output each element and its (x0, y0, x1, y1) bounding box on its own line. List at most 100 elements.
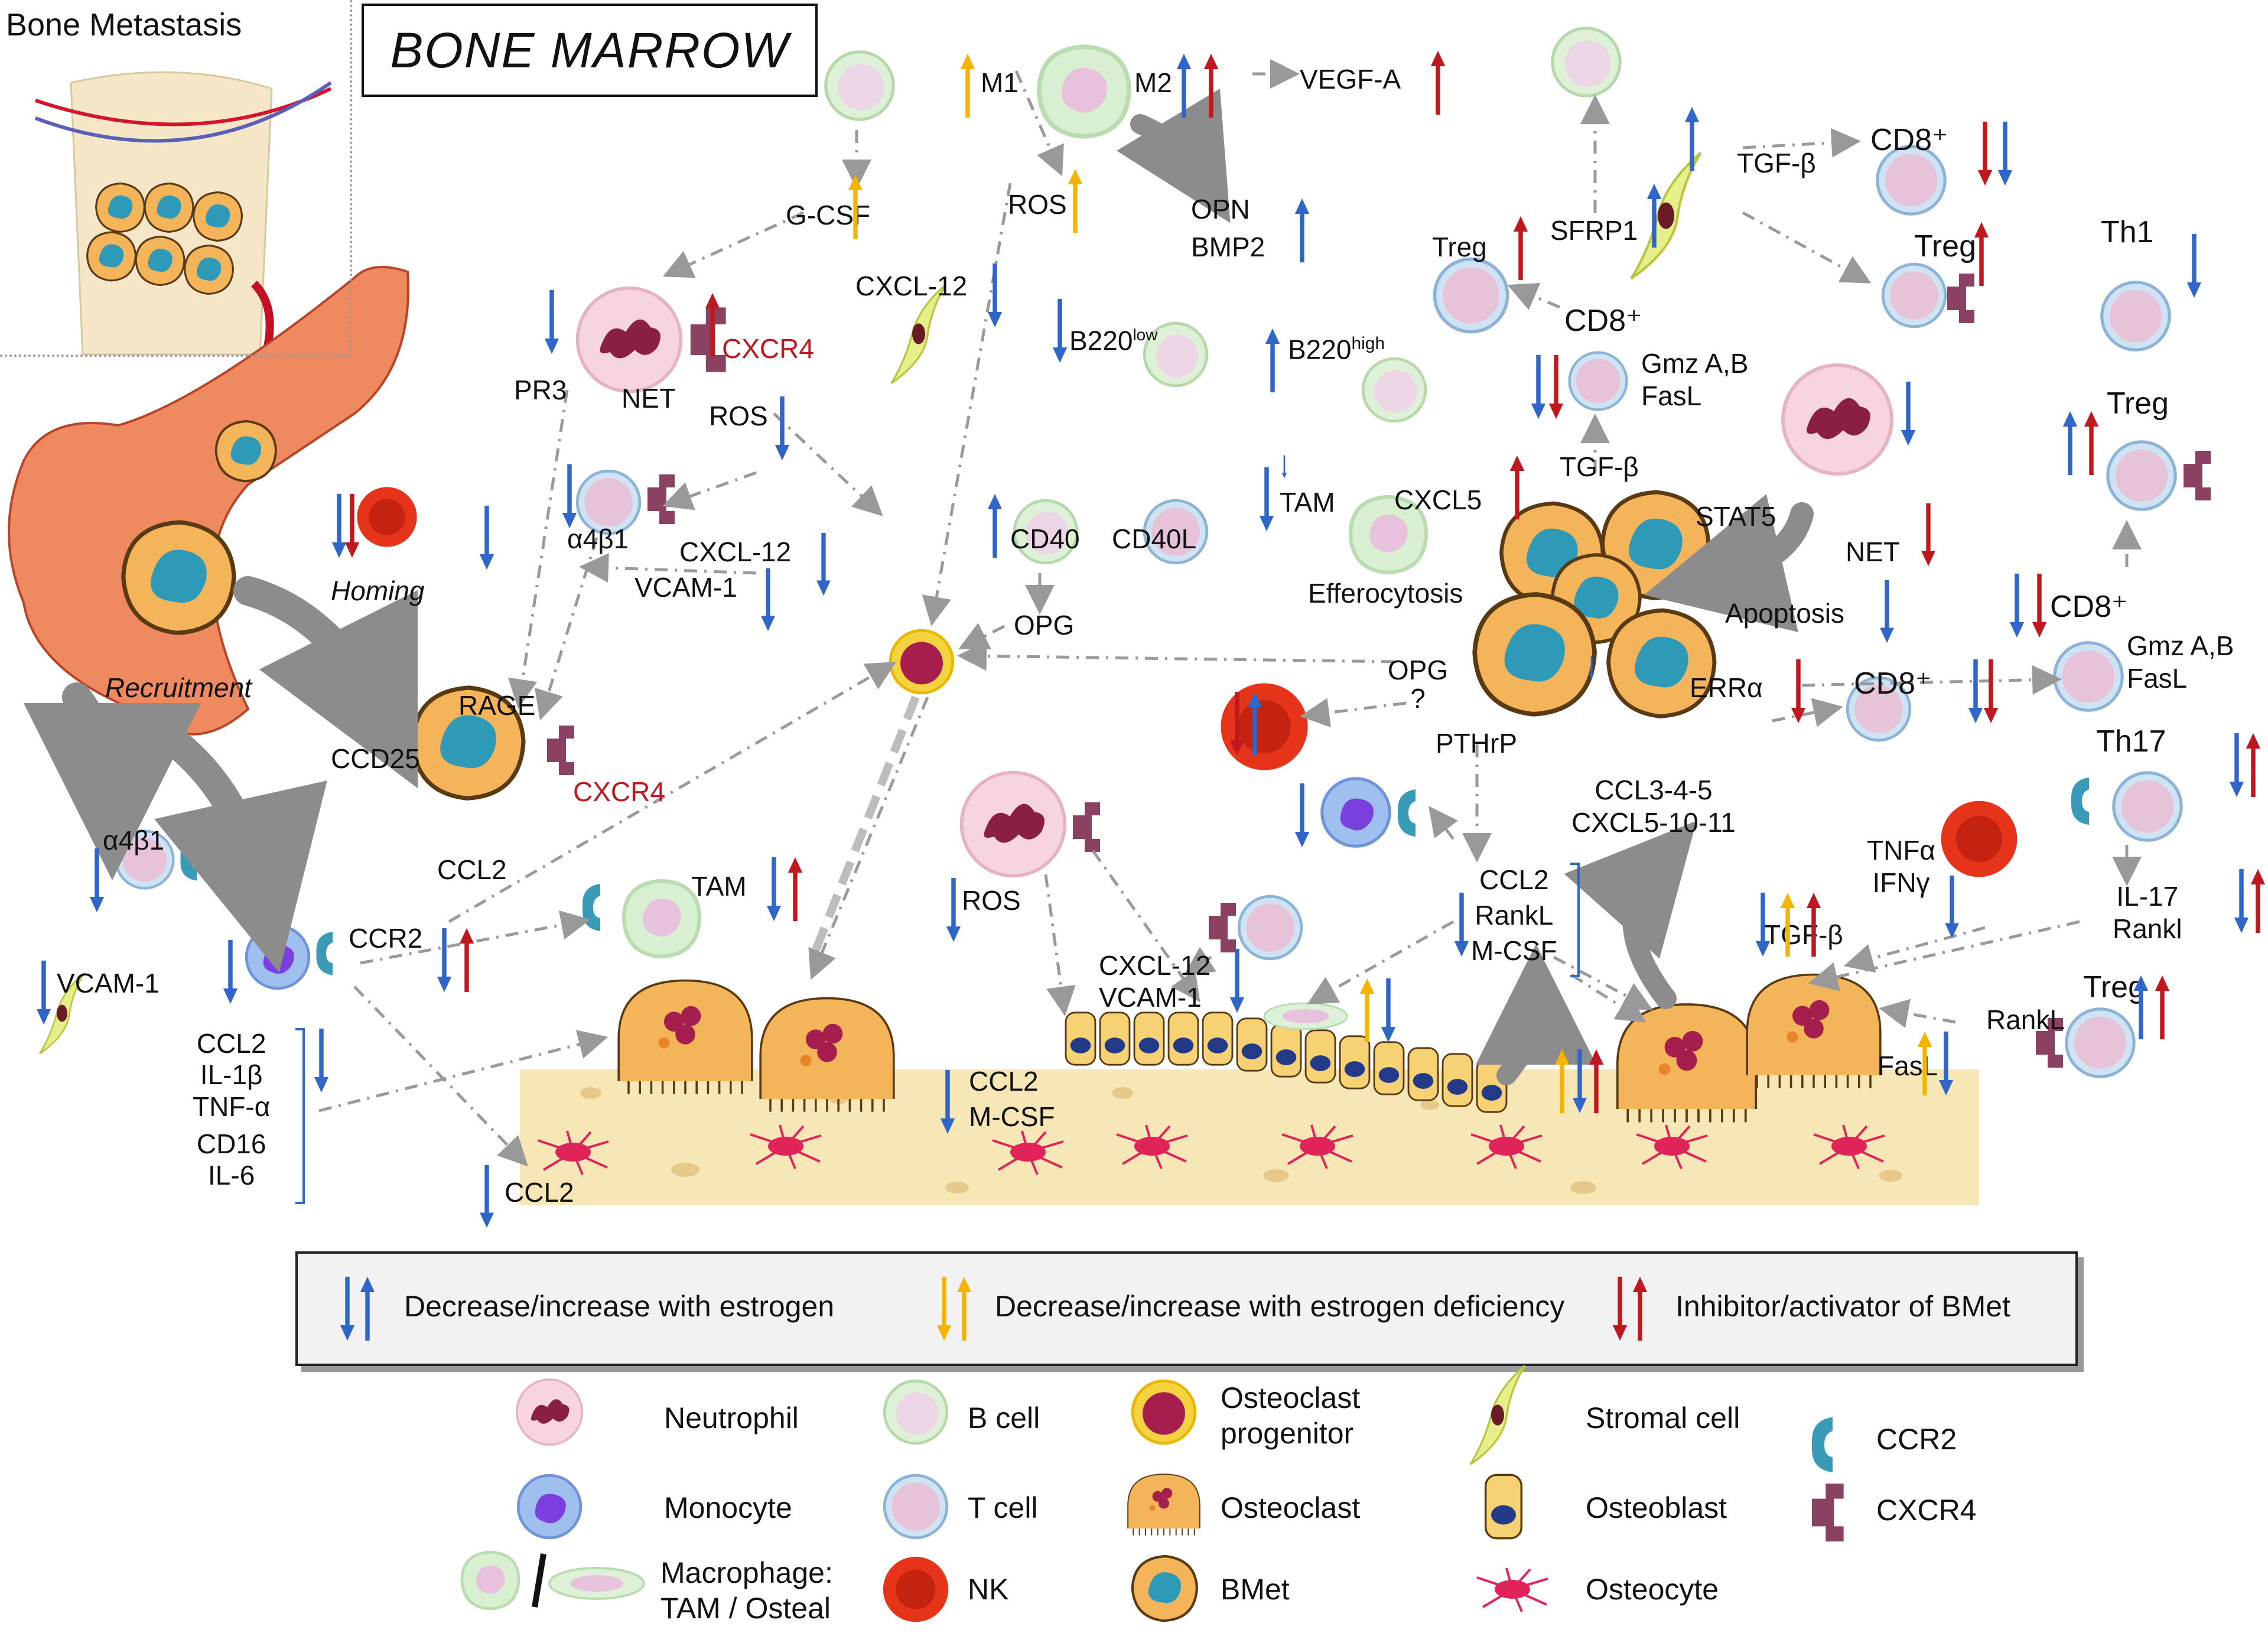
cxcr4-bmet-label: CXCR4 (573, 776, 665, 807)
signal-connectors (318, 59, 2142, 1167)
a4b1-mid-label: α4β1 (567, 523, 629, 554)
opg-mid-label: OPG (1014, 610, 1075, 640)
rankl-label: RankL (1986, 1004, 2065, 1035)
inset-title: Bone Metastasis (6, 7, 242, 43)
tgfb-lower-label: TGF-β (1764, 919, 1843, 950)
ccl2-bottom-label: CCL2 (505, 1177, 574, 1208)
cxcr4-net-label: CXCR4 (722, 333, 814, 364)
tgfb-upper-label: TGF-β (1560, 451, 1639, 482)
blood-vessel (8, 266, 409, 736)
legend-estrogen-deficiency: Decrease/increase with estrogen deficien… (995, 1290, 1565, 1323)
opn-label: OPN (1191, 194, 1250, 225)
key-cxcr4: CXCR4 (1876, 1494, 1977, 1527)
a4b1-left-label: α4β1 (103, 825, 165, 856)
cd40-label: CD40 (1010, 523, 1080, 554)
treg-right-label: Treg (2107, 386, 2169, 421)
cytokine-tnfa: TNF-α (193, 1091, 271, 1122)
rage-label: RAGE (458, 690, 536, 721)
m1-label: M1 (981, 67, 1019, 98)
pr3-label: PR3 (514, 375, 567, 405)
process-arrows (23, 89, 1814, 1085)
pthrp-label: PTHrP (1436, 728, 1517, 759)
gcsf-label: G-CSF (786, 200, 871, 230)
inset-panel (0, 0, 352, 357)
key-osteocyte: Osteocyte (1586, 1573, 1719, 1606)
cd40l-label: CD40L (1112, 523, 1197, 554)
page-title: BONE MARROW (362, 4, 818, 97)
key-macrophage: Macrophage:TAM / Osteal (660, 1556, 833, 1625)
cytokine-il6: IL-6 (208, 1160, 255, 1191)
tam-lower-label: TAM (691, 871, 747, 902)
bone-matrix (520, 1069, 1979, 1205)
cxcl12-top-label: CXCL-12 (855, 271, 968, 301)
key-neutrophil: Neutrophil (664, 1401, 799, 1435)
b220high-label: B220high (1288, 334, 1385, 365)
ccl2-ob-label: CCL2 (969, 1066, 1039, 1097)
bmp2-label: BMP2 (1191, 232, 1265, 262)
b220low-label: B220low (1069, 325, 1158, 356)
key-monocyte: Monocyte (664, 1491, 792, 1524)
cd8-top-label: CD8⁺ (1564, 304, 1642, 338)
th17-label: Th17 (2096, 724, 2166, 759)
key-stromal: Stromal cell (1586, 1401, 1740, 1435)
cxcl12-mid-label: CXCL-12 (679, 536, 792, 567)
ros-lower-label: ROS (962, 885, 1021, 916)
legend-bmet: Inhibitor/activator of BMet (1675, 1290, 2010, 1323)
ros-top-label: ROS (1008, 189, 1067, 220)
vegfa-label: VEGF-A (1300, 64, 1401, 95)
ros-mid-label: ROS (709, 401, 768, 431)
erra-label: ERRα (1690, 672, 1763, 703)
cd8-tumor-label: CD8⁺ (1854, 666, 1932, 701)
treg-left-label: Treg (1432, 232, 1487, 262)
tgfb-top-label: TGF-β (1737, 148, 1816, 178)
cxcl12-ob-label: CXCL-12 (1099, 950, 1211, 981)
cd8-right-label: CD8⁺ (2050, 590, 2128, 624)
ccd25-label: CCD25 (331, 743, 420, 774)
homing-label: Homing (331, 575, 425, 606)
key-osteoclast: Osteoclast (1221, 1491, 1361, 1524)
large-differentiation-connector (811, 695, 920, 953)
treg-top-right-label: Treg (1914, 229, 1976, 264)
ccl2-bmet-label: CCL2 (437, 854, 507, 885)
cytokine-ccl2: CCL2 (196, 1028, 266, 1059)
vcam1-left-label: VCAM-1 (57, 968, 160, 998)
cytokine-bracket (295, 1028, 305, 1204)
cd8-tgf-label: CD8⁺ (1870, 123, 1948, 157)
cytokine-il1b: IL-1β (200, 1059, 263, 1091)
key-tcell: T cell (968, 1491, 1038, 1524)
stat5-label: STAT5 (1696, 501, 1776, 532)
opg-question-label: OPG? (1387, 655, 1449, 714)
osteoblasts (1065, 1002, 1508, 1113)
m2-label: M2 (1134, 67, 1172, 98)
mcsf-ob-label: M-CSF (969, 1101, 1055, 1132)
net-label: NET (621, 383, 676, 414)
net-right-label: NET (1846, 536, 1900, 567)
treg-bottom-label: Treg (2083, 970, 2145, 1004)
sfrp1-label: SFRP1 (1550, 215, 1638, 246)
arrow-legend: Decrease/increase with estrogen Decrease… (295, 1251, 2078, 1366)
vcam1-ob-label: VCAM-1 (1099, 982, 1202, 1013)
fasl-label: FasL (1877, 1050, 1938, 1081)
vcam1-mid-label: VCAM-1 (634, 572, 737, 603)
key-nk: NK (968, 1573, 1009, 1606)
bmet-tumor-cluster (1475, 492, 1714, 716)
monocyte-cytokine-list: CCL2 IL-1β TNF-α CD16 IL-6 (193, 1028, 270, 1192)
key-bcell: B cell (968, 1401, 1040, 1435)
key-ccr2: CCR2 (1876, 1423, 1957, 1456)
cytokine-cd16: CD16 (196, 1128, 266, 1160)
key-bmet: BMet (1221, 1573, 1290, 1606)
efferocytosis-label: Efferocytosis (1308, 578, 1463, 609)
ccr2-label: CCR2 (349, 923, 423, 954)
tam-right-label: TAM (1280, 487, 1335, 518)
cxcl5-label: CXCL5 (1394, 484, 1482, 515)
rankl-bracket (1570, 863, 1580, 977)
